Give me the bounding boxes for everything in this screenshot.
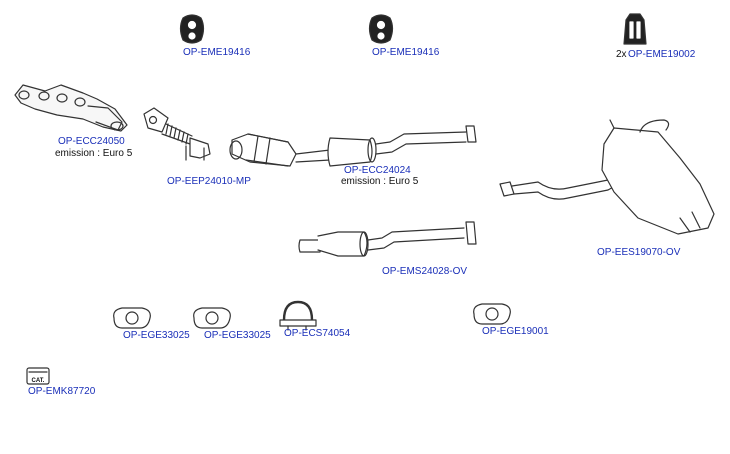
catalytic-converter-icon[interactable] xyxy=(229,133,331,167)
gasket-icon[interactable] xyxy=(473,303,511,325)
manifold-catalyst-icon[interactable] xyxy=(14,84,128,132)
front-pipe-icon[interactable] xyxy=(143,107,211,161)
part-code-link[interactable]: OP-EGE19001 xyxy=(482,326,549,337)
part-code-link[interactable]: OP-EME19002 xyxy=(628,49,696,60)
part-code-link[interactable]: OP-ECC24024 xyxy=(344,165,411,176)
rubber-hanger-icon[interactable] xyxy=(623,13,647,45)
gasket-icon[interactable] xyxy=(113,307,151,329)
part-code-link[interactable]: OP-ECC24050 xyxy=(58,136,125,147)
gasket-icon[interactable] xyxy=(193,307,231,329)
emission-note: emission : Euro 5 xyxy=(341,176,419,187)
middle-silencer-icon[interactable] xyxy=(298,221,477,257)
cat-kit-icon[interactable] xyxy=(26,367,50,385)
middle-silencer-icon[interactable] xyxy=(327,125,477,167)
part-code-link[interactable]: OP-EME19416 xyxy=(183,47,251,58)
rubber-hanger-icon[interactable] xyxy=(368,14,394,44)
part-code-link[interactable]: OP-EGE33025 xyxy=(204,330,271,341)
part-code-link[interactable]: OP-ECS74054 xyxy=(284,328,351,339)
part-code-link[interactable]: OP-EGE33025 xyxy=(123,330,190,341)
rubber-hanger-icon[interactable] xyxy=(179,14,205,44)
quantity-label: 2x xyxy=(616,49,627,60)
part-code-link[interactable]: OP-EEP24010-MP xyxy=(167,176,251,187)
clamp-icon[interactable] xyxy=(279,300,317,331)
part-code-link[interactable]: OP-EMK87720 xyxy=(28,386,96,397)
part-code-link[interactable]: OP-EMS24028-OV xyxy=(382,266,468,277)
svg-text:CAT.: CAT. xyxy=(32,378,45,384)
part-code-link[interactable]: OP-EME19416 xyxy=(372,47,440,58)
emission-note: emission : Euro 5 xyxy=(55,148,133,159)
part-code-link[interactable]: OP-EES19070-OV xyxy=(597,247,681,258)
rear-silencer-icon[interactable] xyxy=(499,119,715,235)
